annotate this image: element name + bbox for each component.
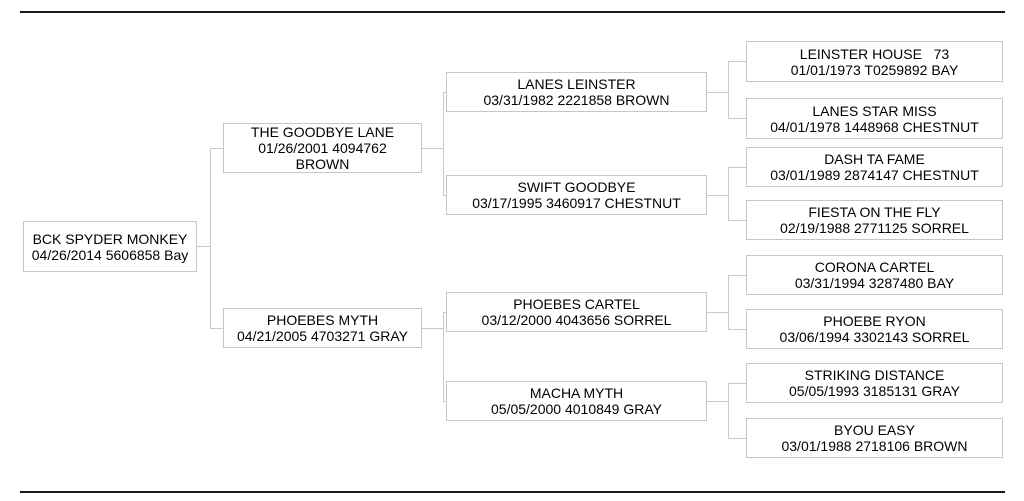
horse-details: 04/01/1978 1448968 CHESTNUT — [770, 118, 979, 135]
node-sire-sire-sire: LEINSTER HOUSE 73 01/01/1973 T0259892 BA… — [746, 41, 1003, 82]
top-rule — [20, 11, 1005, 13]
horse-name: LEINSTER HOUSE 73 — [799, 45, 950, 62]
bottom-rule — [20, 491, 1005, 493]
connector-line — [443, 92, 446, 93]
connector-line — [707, 312, 728, 313]
connector-line — [707, 195, 728, 196]
connector-line — [422, 148, 443, 149]
node-dam-sire-dam: PHOEBE RYON 03/06/1994 3302143 SORREL — [746, 309, 1003, 349]
connector-line — [210, 148, 223, 149]
horse-details: 05/05/1993 3185131 GRAY — [789, 383, 960, 399]
horse-details: 03/01/1988 2718106 BROWN — [781, 438, 968, 454]
horse-details: 04/21/2005 4703271 GRAY — [237, 328, 408, 344]
connector-line — [728, 220, 746, 221]
connector-line — [443, 312, 444, 402]
node-dam-dam: MACHA MYTH 05/05/2000 4010849 GRAY — [446, 381, 707, 421]
horse-name: LANES STAR MISS — [812, 102, 937, 119]
node-sire-sire: LANES LEINSTER 03/31/1982 2221858 BROWN — [446, 72, 707, 112]
connector-line — [443, 195, 446, 196]
horse-details: 01/01/1973 T0259892 BAY — [790, 61, 959, 78]
connector-line — [707, 92, 728, 93]
connector-line — [443, 92, 444, 196]
connector-line — [443, 312, 446, 313]
horse-details: 02/19/1988 2771125 SORREL — [780, 220, 969, 236]
node-dam-dam-dam: BYOU EASY 03/01/1988 2718106 BROWN — [746, 418, 1003, 458]
horse-name: PHOEBES MYTH — [266, 312, 379, 328]
horse-name: DASH TA FAME — [824, 151, 925, 167]
horse-name: CORONA CARTEL — [814, 259, 935, 275]
horse-details: 03/31/1982 2221858 BROWN — [483, 92, 670, 108]
connector-line — [728, 167, 746, 168]
connector-line — [728, 275, 746, 276]
node-sire-dam-sire: DASH TA FAME 03/01/1989 2874147 CHESTNUT — [746, 147, 1003, 187]
node-dam: PHOEBES MYTH 04/21/2005 4703271 GRAY — [223, 308, 422, 348]
node-dam-dam-sire: STRIKING DISTANCE 05/05/1993 3185131 GRA… — [746, 363, 1003, 403]
horse-details: 03/31/1994 3287480 BAY — [794, 275, 955, 291]
horse-details: 05/05/2000 4010849 GRAY — [491, 401, 662, 417]
connector-line — [443, 401, 446, 402]
node-dam-sire: PHOEBES CARTEL 03/12/2000 4043656 SORREL — [446, 292, 707, 332]
horse-name: FIESTA ON THE FLY — [808, 204, 941, 220]
horse-details: 03/01/1989 2874147 CHESTNUT — [770, 167, 979, 183]
node-subject: BCK SPYDER MONKEY 04/26/2014 5606858 Bay — [23, 221, 197, 272]
horse-name: THE GOODBYE LANE — [250, 124, 395, 140]
connector-line — [728, 61, 729, 119]
horse-name: BCK SPYDER MONKEY — [32, 230, 188, 247]
horse-name: STRIKING DISTANCE — [804, 367, 945, 383]
connector-line — [728, 383, 746, 384]
connector-line — [210, 148, 211, 329]
horse-name: MACHA MYTH — [529, 385, 624, 401]
connector-line — [422, 328, 443, 329]
connector-line — [728, 329, 746, 330]
horse-name: SWIFT GOODBYE — [517, 179, 636, 195]
node-sire-dam-dam: FIESTA ON THE FLY 02/19/1988 2771125 SOR… — [746, 200, 1003, 240]
node-sire: THE GOODBYE LANE 01/26/2001 4094762 BROW… — [223, 123, 422, 173]
connector-line — [728, 438, 746, 439]
horse-details: 03/17/1995 3460917 CHESTNUT — [472, 195, 681, 211]
connector-line — [728, 275, 729, 330]
horse-details: BROWN — [295, 156, 350, 172]
horse-name: PHOEBES CARTEL — [513, 296, 640, 312]
horse-name: PHOEBE RYON — [823, 313, 926, 329]
horse-name: BYOU EASY — [834, 422, 915, 438]
connector-line — [728, 167, 729, 221]
horse-details: 01/26/2001 4094762 — [258, 140, 387, 156]
node-sire-sire-dam: LANES STAR MISS 04/01/1978 1448968 CHEST… — [746, 98, 1003, 139]
connector-line — [707, 401, 728, 402]
connector-line — [728, 61, 746, 62]
node-sire-dam: SWIFT GOODBYE 03/17/1995 3460917 CHESTNU… — [446, 175, 707, 215]
node-dam-sire-sire: CORONA CARTEL 03/31/1994 3287480 BAY — [746, 255, 1003, 295]
connector-line — [210, 328, 223, 329]
horse-name: LANES LEINSTER — [517, 76, 636, 92]
horse-details: 04/26/2014 5606858 Bay — [31, 246, 189, 263]
connector-line — [728, 383, 729, 439]
horse-details: 03/12/2000 4043656 SORREL — [481, 312, 672, 328]
horse-details: 03/06/1994 3302143 SORREL — [779, 329, 970, 345]
connector-line — [197, 246, 210, 247]
connector-line — [728, 118, 746, 119]
